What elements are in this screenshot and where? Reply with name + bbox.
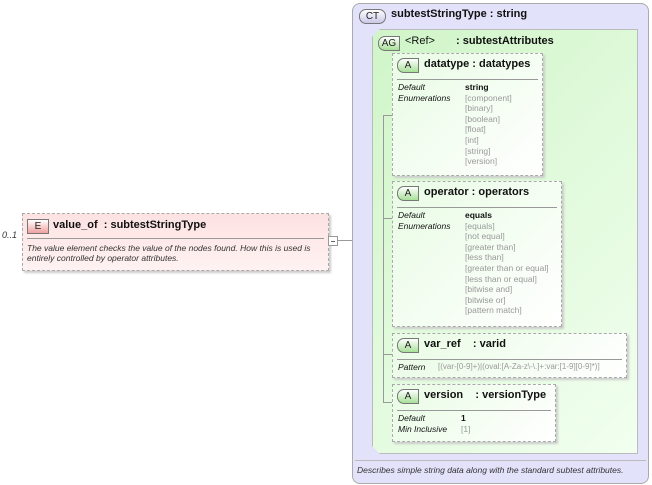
connector-line bbox=[383, 115, 384, 402]
attribute-group-title: : subtestAttributes bbox=[456, 35, 554, 47]
default-value: equals bbox=[465, 210, 492, 220]
enum-value: [greater than] bbox=[465, 241, 516, 252]
connector-tick bbox=[383, 354, 393, 355]
enum-value: [greater than or equal] bbox=[465, 262, 549, 273]
element-badge: E bbox=[27, 219, 49, 234]
default-value: string bbox=[465, 82, 489, 92]
enum-value: [component] bbox=[465, 92, 512, 103]
label: Enumerations bbox=[398, 220, 451, 231]
attribute-badge: A bbox=[397, 186, 419, 201]
enum-value: [float] bbox=[465, 124, 486, 135]
enum-value: [version] bbox=[465, 156, 498, 167]
attribute-badge: A bbox=[397, 58, 419, 73]
attribute-title: var_ref : varid bbox=[424, 338, 506, 350]
connector-tick bbox=[383, 115, 393, 116]
connector-tick bbox=[383, 218, 393, 219]
label: Min Inclusive bbox=[398, 423, 448, 434]
enum-value: [bitwise or] bbox=[465, 294, 506, 305]
label: Enumerations bbox=[398, 92, 451, 103]
label: Default bbox=[398, 210, 425, 220]
complex-type-description: Describes simple string data along with … bbox=[357, 465, 624, 475]
connector-tick bbox=[383, 402, 393, 403]
pattern-value: [(var-[0-9]+)|(oval:[A-Za-z\-\.]+:var:[1… bbox=[438, 362, 600, 371]
enum-value: [bitwise and] bbox=[465, 284, 513, 295]
element-title: value_of : subtestStringType bbox=[53, 219, 207, 231]
element-description: The value element checks the value of th… bbox=[27, 243, 311, 263]
enum-value: [less than or equal] bbox=[465, 273, 537, 284]
divider bbox=[397, 410, 551, 411]
attribute-badge: A bbox=[397, 338, 419, 353]
connector-line bbox=[338, 240, 352, 241]
divider bbox=[397, 359, 622, 360]
enum-value: [less than] bbox=[465, 252, 504, 263]
divider bbox=[355, 460, 646, 461]
attribute-var-ref[interactable]: A var_ref : varid Pattern [(var-[0-9]+)|… bbox=[392, 333, 627, 378]
attribute-group-badge: AG bbox=[378, 36, 400, 51]
element-value-of[interactable]: E value_of : subtestStringType The value… bbox=[22, 213, 329, 271]
enum-value: [equals] bbox=[465, 220, 495, 231]
enum-value: [string] bbox=[465, 145, 491, 156]
enum-value: [pattern match] bbox=[465, 305, 522, 316]
label: Default bbox=[398, 82, 425, 92]
attribute-title: version : versionType bbox=[424, 389, 547, 401]
enum-value: [binary] bbox=[465, 103, 493, 114]
divider bbox=[397, 207, 557, 208]
multiplicity: 0..1 bbox=[2, 230, 18, 240]
attribute-group-ref: <Ref> bbox=[405, 35, 435, 47]
enum-value: [not equal] bbox=[465, 231, 505, 242]
default-value: 1 bbox=[461, 413, 466, 423]
attribute-title: datatype : datatypes bbox=[424, 58, 531, 70]
complex-type-title: subtestStringType : string bbox=[391, 8, 528, 20]
enum-value: [int] bbox=[465, 134, 479, 145]
divider bbox=[27, 238, 324, 239]
label: Pattern bbox=[398, 362, 426, 372]
enum-value: [boolean] bbox=[465, 113, 500, 124]
attribute-badge: A bbox=[397, 389, 419, 404]
attribute-title: operator : operators bbox=[424, 186, 530, 198]
divider bbox=[397, 79, 538, 80]
complex-type-badge: CT bbox=[359, 9, 386, 24]
collapse-toggle[interactable] bbox=[328, 236, 338, 246]
label: Default bbox=[398, 413, 425, 423]
min-inclusive-value: [1] bbox=[461, 423, 471, 434]
